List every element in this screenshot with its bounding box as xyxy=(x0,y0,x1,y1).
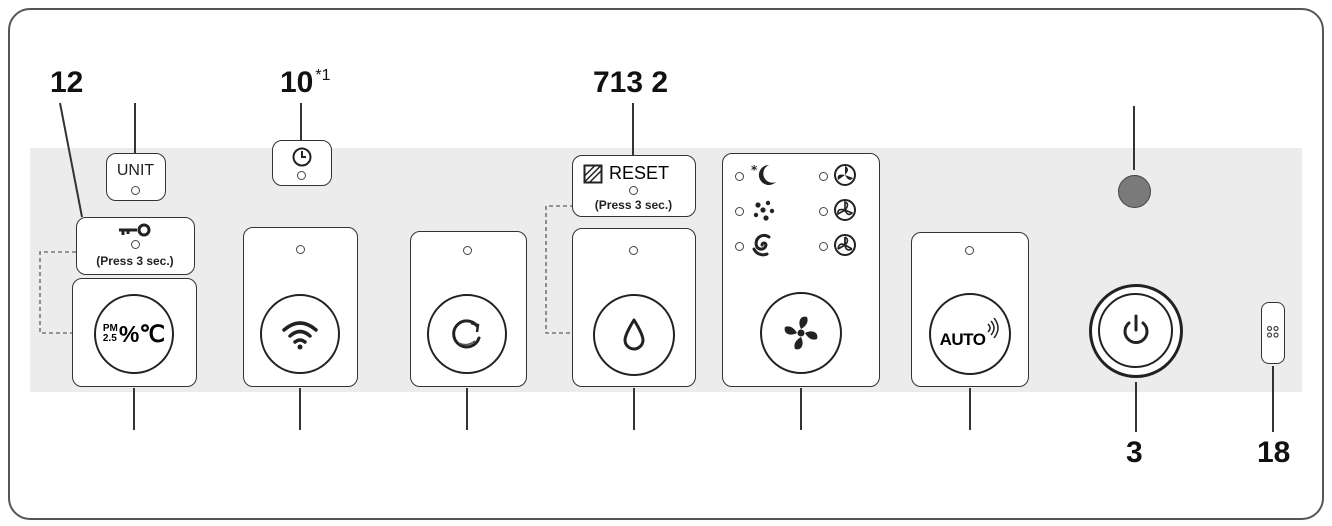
humidify-button[interactable] xyxy=(593,294,675,376)
moon-star-icon: * xyxy=(751,163,776,185)
water-drop-icon xyxy=(623,318,645,351)
timer-indicator xyxy=(272,140,332,186)
wifi-button[interactable] xyxy=(260,294,340,374)
pollen-icon xyxy=(753,200,775,221)
reset-press-label: (Press 3 sec.) xyxy=(594,198,673,212)
wifi-led xyxy=(296,245,305,254)
power-button[interactable] xyxy=(1089,284,1183,378)
wifi-panel xyxy=(243,227,358,387)
fan-speed-high-icon xyxy=(834,234,856,256)
key-lock-icon xyxy=(119,223,151,237)
control-panel-frame xyxy=(8,8,1324,520)
fan-speed-mid-led xyxy=(819,207,828,216)
auto-panel: AUTO xyxy=(911,232,1029,387)
circulation-panel xyxy=(410,231,527,387)
unit-led xyxy=(131,186,140,195)
circulation-led xyxy=(463,246,472,255)
pm25-icon-bottom: 2.5 xyxy=(102,333,117,344)
callout-10-footnote: *1 xyxy=(315,67,331,84)
leader-line-12 xyxy=(59,102,83,218)
fan-speed-mid-icon xyxy=(834,199,856,221)
dashed-link-lock xyxy=(39,251,84,334)
child-lock-indicator: (Press 3 sec.) xyxy=(76,217,195,275)
auto-button[interactable]: AUTO xyxy=(929,293,1011,375)
rotate-icon xyxy=(452,319,481,349)
pm25-icon: PM 2.5 xyxy=(103,324,118,344)
pollen-mode-led xyxy=(735,207,744,216)
circulation-button[interactable] xyxy=(427,294,507,374)
callout-3: 3 xyxy=(1126,436,1143,469)
ambient-sensor-port xyxy=(1261,302,1285,364)
svg-text:*: * xyxy=(751,163,758,177)
auto-label: AUTO xyxy=(939,330,986,349)
night-mode-led xyxy=(735,172,744,181)
timer-led xyxy=(297,171,306,180)
power-button-inner-ring xyxy=(1098,293,1173,368)
fan-speed-low-icon xyxy=(834,164,856,186)
callout-18: 18 xyxy=(1257,436,1291,469)
auto-signal-icon xyxy=(987,318,1000,339)
fan-button[interactable] xyxy=(760,292,842,374)
pm25-display-button[interactable]: PM 2.5 %℃ xyxy=(94,294,174,374)
swirl-icon xyxy=(752,233,771,257)
filter-icon xyxy=(583,164,603,183)
dashed-link-reset xyxy=(545,205,588,334)
clock-icon xyxy=(292,147,312,167)
filter-reset-indicator: RESET (Press 3 sec.) xyxy=(572,155,696,217)
callout-7-13-2: 713 2 xyxy=(593,66,669,99)
auto-led xyxy=(965,246,974,255)
pm25-icon-top: PM xyxy=(102,323,118,334)
power-icon xyxy=(1123,314,1148,344)
unit-button[interactable]: UNIT xyxy=(106,153,166,201)
fan-mode-panel: * xyxy=(722,153,880,387)
sensor-indicator xyxy=(1118,175,1151,208)
child-lock-press-label: (Press 3 sec.) xyxy=(96,254,174,268)
humidify-led xyxy=(629,246,638,255)
callout-12: 12 xyxy=(50,66,84,99)
turbo-mode-led xyxy=(735,242,744,251)
callout-10: 10*1 xyxy=(280,66,331,103)
reset-label: RESET xyxy=(609,163,670,183)
pm25-display-glyph: PM 2.5 %℃ xyxy=(103,321,165,348)
fan-speed-high-led xyxy=(819,242,828,251)
humidify-panel xyxy=(572,228,696,387)
fan-speed-low-led xyxy=(819,172,828,181)
sensor-holes-icon xyxy=(1266,325,1279,338)
unit-label: UNIT xyxy=(116,162,155,179)
percent-celsius-label: %℃ xyxy=(118,320,166,347)
reset-led xyxy=(629,186,638,195)
callout-10-number: 10 xyxy=(280,66,314,99)
child-lock-led xyxy=(131,240,140,249)
filter-reset-label-row: RESET xyxy=(583,163,669,184)
pm25-display-panel: PM 2.5 %℃ xyxy=(72,278,197,387)
wifi-icon xyxy=(282,321,318,350)
auto-glyph: AUTO xyxy=(940,318,1001,350)
fan-icon xyxy=(784,316,818,350)
